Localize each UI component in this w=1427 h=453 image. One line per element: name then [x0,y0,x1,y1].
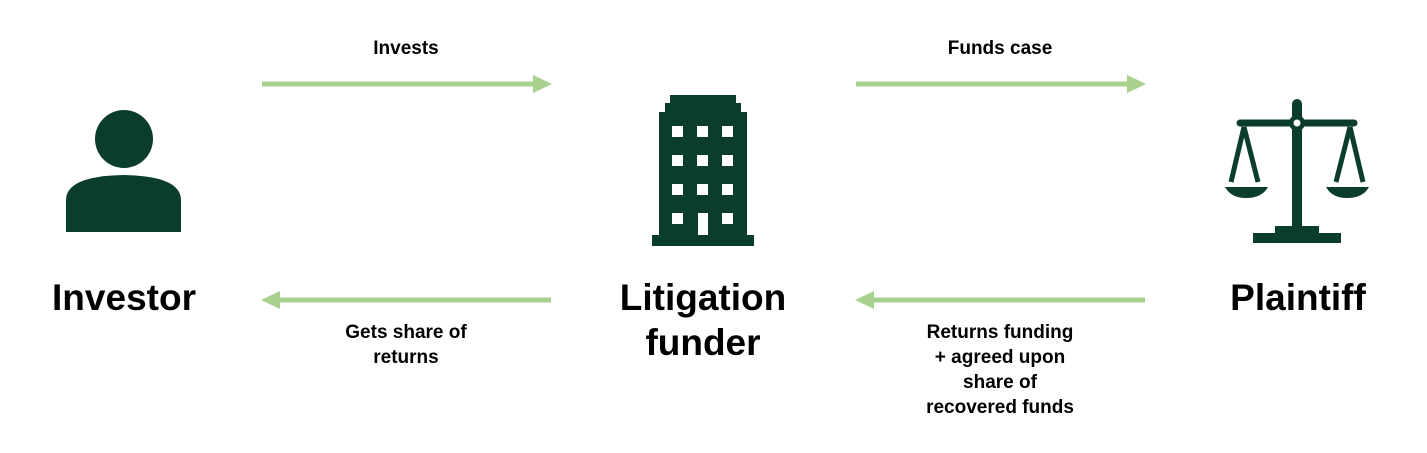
person-icon [66,110,181,232]
arrow-invests [262,75,552,93]
label-line: Gets share of [345,322,467,343]
building-icon [652,95,754,246]
gets-share-label: Gets share of returns [345,320,466,370]
arrow-gets-share [261,291,551,309]
label-line: Litigation [619,277,787,318]
label-line: + agreed upon [934,347,1066,368]
label-line: Returns funding [926,322,1074,343]
litigation-funder-label: Litigation funder [620,275,786,365]
arrow-funds-case [856,75,1146,93]
arrow-returns-funding [855,291,1145,309]
returns-funding-label: Returns funding + agreed upon share of r… [926,320,1074,420]
label-line: recovered funds [926,397,1074,418]
label-line: returns [373,347,439,368]
funds-case-label: Funds case [947,38,1053,59]
label-line: funder [645,322,761,363]
investor-label: Investor [52,277,196,318]
label-line: share of [963,372,1037,393]
plaintiff-label: Plaintiff [1230,277,1366,318]
invests-label: Invests [373,38,439,59]
scales-of-justice-icon [1225,99,1369,243]
